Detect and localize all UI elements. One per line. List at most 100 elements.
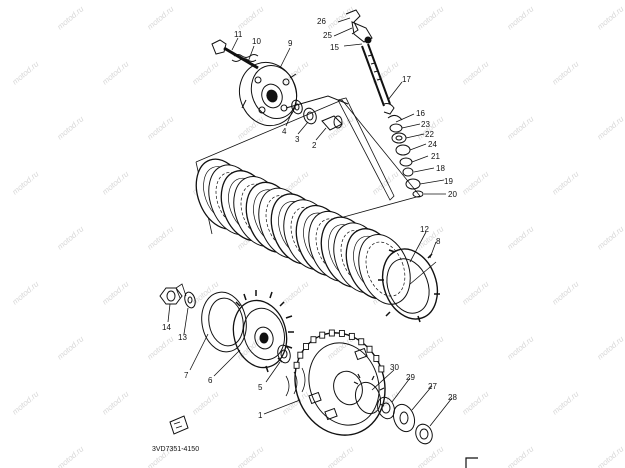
watermark-text: motod.ru (506, 444, 536, 468)
callout-10: 10 (252, 37, 261, 46)
pressure-plate-hub (261, 83, 283, 109)
gear-tooth (293, 361, 300, 369)
callout-22: 22 (425, 130, 434, 139)
watermark-text: motod.ru (56, 114, 86, 142)
watermark-text: motod.ru (191, 389, 221, 417)
watermark-text: motod.ru (596, 224, 625, 252)
corner-mark (465, 457, 478, 468)
arrow-marker (169, 415, 189, 435)
callout-30: 30 (390, 363, 399, 372)
watermark-text: motod.ru (56, 444, 86, 468)
clutch-boss-assembly (201, 290, 294, 373)
bearing-and-washers (285, 95, 349, 131)
plate-inner-ring (365, 241, 406, 297)
watermark-text: motod.ru (101, 59, 131, 87)
watermark-text: motod.ru (236, 444, 266, 468)
watermark-text: motod.ru (11, 279, 41, 307)
callout-12: 12 (420, 225, 429, 234)
watermark-text: motod.ru (326, 4, 356, 32)
watermark-text: motod.ru (596, 4, 625, 32)
washer-27 (392, 403, 416, 433)
callout-24: 24 (428, 140, 437, 149)
plate-8 (381, 248, 439, 320)
bearing-24 (395, 144, 411, 156)
callout-11: 11 (234, 30, 243, 39)
callout-28: 28 (448, 393, 457, 402)
callout-15: 15 (330, 43, 339, 52)
pressure-plate-assembly (211, 39, 298, 127)
watermark-text: motod.ru (596, 444, 625, 468)
callout-4: 4 (282, 127, 287, 136)
gear-tooth (328, 329, 335, 337)
washer-4 (291, 99, 303, 115)
watermark-text: motod.ru (236, 4, 266, 32)
watermark-text: motod.ru (281, 279, 311, 307)
watermark-text: motod.ru (11, 169, 41, 197)
push-lever-shaft (345, 9, 395, 115)
watermark-text: motod.ru (506, 334, 536, 362)
shaft-15 (361, 45, 385, 107)
watermark-text: motod.ru (101, 169, 131, 197)
bearing-29 (377, 396, 395, 420)
gear-teeth (293, 329, 385, 373)
clutch-plate-stack (195, 99, 440, 323)
gear-tooth (310, 336, 317, 344)
watermark-text: motod.ru (11, 389, 41, 417)
watermark-text: motod.ru (461, 169, 491, 197)
lock-washer-13 (184, 291, 196, 309)
watermark-text: motod.ru (416, 4, 446, 32)
clutch-boss-6 (232, 299, 288, 369)
watermark-text: motod.ru (56, 334, 86, 362)
watermark-text: motod.ru (461, 389, 491, 417)
watermark-text: motod.ru (11, 59, 41, 87)
watermark-text: motod.ru (56, 224, 86, 252)
callout-16: 16 (416, 109, 425, 118)
ring-28 (415, 423, 433, 445)
callout-2: 2 (312, 141, 317, 150)
watermark-text: motod.ru (551, 389, 581, 417)
shaft-seal-stack (387, 114, 424, 198)
watermark-text: motod.ru (551, 59, 581, 87)
callout-8: 8 (436, 237, 441, 246)
callout-13: 13 (178, 333, 187, 342)
kick-gear-assembly (353, 373, 433, 445)
shaft-end-17 (383, 103, 395, 115)
callout-17: 17 (402, 75, 411, 84)
washer-20 (412, 190, 424, 198)
gear-tooth (378, 365, 385, 373)
clip-16 (387, 114, 403, 121)
callout-20: 20 (448, 190, 457, 199)
callout-14: 14 (162, 323, 171, 332)
callout-3: 3 (295, 135, 300, 144)
washer-21 (399, 157, 413, 167)
callout-1: 1 (258, 411, 263, 420)
gear-1-housing (294, 332, 386, 436)
watermark-text: motod.ru (596, 334, 625, 362)
watermark-text: motod.ru (506, 114, 536, 142)
friction-plates (195, 158, 411, 305)
watermark-text: motod.ru (416, 444, 446, 468)
gear-tooth (303, 343, 309, 350)
callout-5: 5 (258, 383, 263, 392)
primary-driven-gear (285, 329, 386, 436)
gear-tooth (338, 329, 345, 337)
watermark-text: motod.ru (146, 4, 176, 32)
watermark-text: motod.ru (146, 224, 176, 252)
steel-plate (358, 234, 411, 305)
callout-25: 25 (323, 31, 332, 40)
drawing-code: 3VD7351-4150 (152, 446, 199, 453)
bolt-shaft (223, 46, 259, 70)
callout-9: 9 (288, 39, 293, 48)
lever-26 (345, 9, 361, 35)
gear-30 (354, 381, 382, 415)
seal-23 (389, 123, 403, 133)
watermark-text: motod.ru (101, 279, 131, 307)
watermark-text: motod.ru (281, 389, 311, 417)
gear-tooth (348, 332, 355, 340)
gear-tooth (366, 345, 373, 353)
spring-plate-7 (201, 291, 247, 353)
leader-lines (167, 17, 453, 427)
washer-22 (391, 132, 407, 144)
watermark-text: motod.ru (146, 334, 176, 362)
watermark-text: motod.ru (551, 279, 581, 307)
